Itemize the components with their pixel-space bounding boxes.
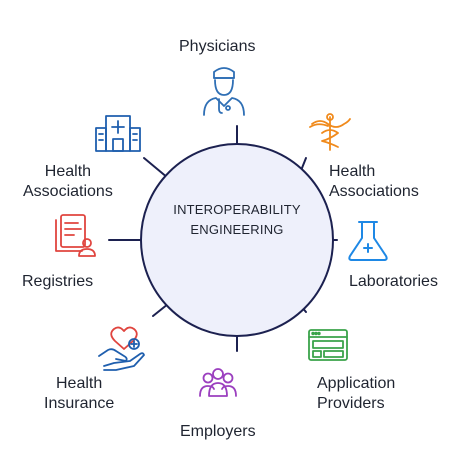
hand-heart-icon — [98, 326, 145, 371]
node-label-registries: Registries — [22, 272, 93, 292]
node-label-health-associations-left: Health Associations — [23, 162, 113, 202]
node-label-line1: Health — [56, 375, 103, 392]
node-label-line2: Providers — [317, 395, 385, 412]
node-label-text: Employers — [180, 423, 256, 440]
center-title-line2: ENGINEERING — [190, 222, 284, 237]
node-label-health-associations-right: Health Associations — [329, 162, 419, 202]
caduceus-icon — [309, 113, 351, 151]
node-label-line2: Insurance — [44, 395, 115, 412]
center-title: INTEROPERABILITY ENGINEERING — [140, 200, 334, 240]
node-label-line2: Associations — [329, 183, 419, 200]
physician-icon — [203, 67, 245, 116]
node-label-physicians: Physicians — [179, 37, 255, 57]
node-label-employers: Employers — [180, 422, 256, 442]
node-label-text: Laboratories — [349, 273, 438, 290]
center-circle — [140, 143, 334, 337]
node-label-line1: Application — [317, 375, 396, 392]
hospital-icon — [95, 115, 141, 152]
registry-document-icon — [55, 214, 96, 257]
node-label-line1: Health — [44, 163, 92, 180]
people-group-icon — [199, 368, 237, 397]
node-label-health-insurance: Health Insurance — [44, 374, 114, 414]
center-title-line1: INTEROPERABILITY — [173, 202, 301, 217]
node-label-line1: Health — [329, 163, 376, 180]
node-label-application-providers: Application Providers — [317, 374, 395, 414]
node-label-text: Physicians — [179, 38, 256, 55]
flask-icon — [348, 221, 388, 261]
node-label-laboratories: Laboratories — [349, 272, 438, 292]
app-window-icon — [308, 329, 348, 361]
node-label-text: Registries — [22, 273, 94, 290]
node-label-line2: Associations — [23, 183, 113, 200]
